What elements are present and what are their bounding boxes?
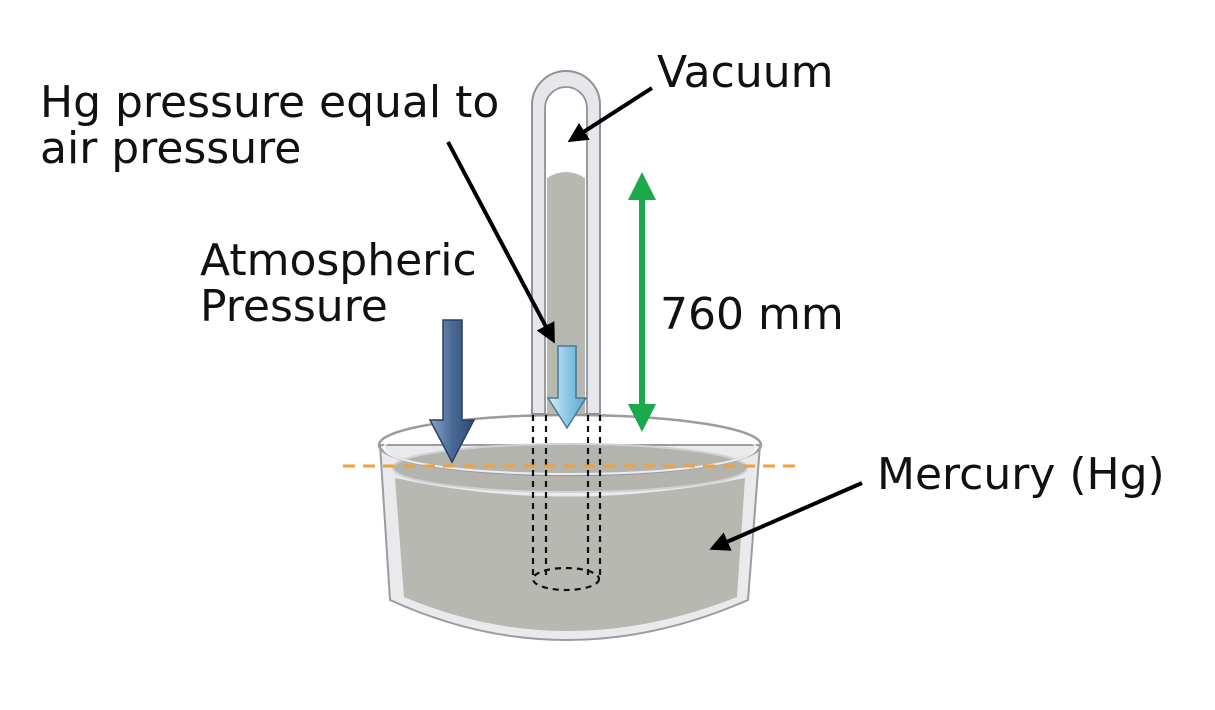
dish-mercury	[395, 478, 745, 631]
mercury-label-text: Mercury (Hg)	[877, 449, 1165, 500]
hg-pressure-pointer	[446, 141, 555, 344]
hg-pressure-arrow	[546, 345, 588, 430]
height-label: 760 mm	[660, 292, 844, 338]
hg-pressure-label: Hg pressure equal to air pressure	[40, 80, 499, 172]
atmospheric-pressure-label: Atmospheric Pressure	[200, 238, 477, 330]
hg-pressure-label-line1: Hg pressure equal to	[40, 77, 500, 128]
mercury-pointer	[709, 481, 863, 551]
vacuum-label-text: Vacuum	[657, 47, 834, 98]
atmospheric-label-line2: Pressure	[200, 281, 388, 332]
height-760-arrow	[628, 172, 656, 432]
mercury-surface	[392, 443, 748, 493]
mercury-label: Mercury (Hg)	[877, 452, 1165, 498]
atmospheric-label-line1: Atmospheric	[200, 235, 477, 286]
hg-pressure-label-line2: air pressure	[40, 123, 302, 174]
atmospheric-pressure-arrow	[428, 319, 476, 464]
mercury-dish	[377, 413, 763, 641]
vacuum-label: Vacuum	[657, 50, 833, 96]
height-label-text: 760 mm	[660, 289, 844, 340]
submerged-tube	[531, 415, 602, 592]
vacuum-pointer	[567, 86, 654, 143]
pointer-arrows	[446, 86, 863, 551]
